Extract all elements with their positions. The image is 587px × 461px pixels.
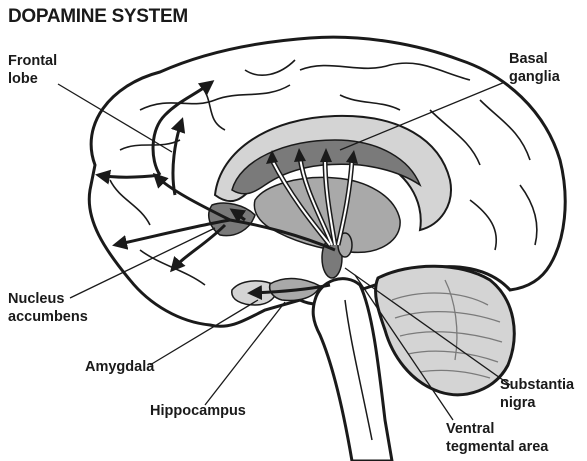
label-line: accumbens (8, 308, 88, 326)
label-amygdala: Amygdala (85, 358, 154, 376)
label-line: Nucleus (8, 290, 88, 308)
label-basal-ganglia: Basal ganglia (509, 50, 560, 86)
cerebellum (376, 266, 515, 394)
label-line: Amygdala (85, 358, 154, 376)
label-line: Basal (509, 50, 560, 68)
label-hippocampus: Hippocampus (150, 402, 246, 420)
label-ventral-tegmental-area: Ventral tegmental area (446, 420, 548, 456)
label-nucleus-accumbens: Nucleus accumbens (8, 290, 88, 326)
label-line: nigra (500, 394, 574, 412)
label-line: Substantia (500, 376, 574, 394)
label-line: lobe (8, 70, 57, 88)
diagram-title: DOPAMINE SYSTEM (8, 6, 188, 28)
label-line: tegmental area (446, 438, 548, 456)
label-line: Ventral (446, 420, 548, 438)
label-line: Hippocampus (150, 402, 246, 420)
label-substantia-nigra: Substantia nigra (500, 376, 574, 412)
label-line: Frontal (8, 52, 57, 70)
label-frontal-lobe: Frontal lobe (8, 52, 57, 88)
label-line: ganglia (509, 68, 560, 86)
